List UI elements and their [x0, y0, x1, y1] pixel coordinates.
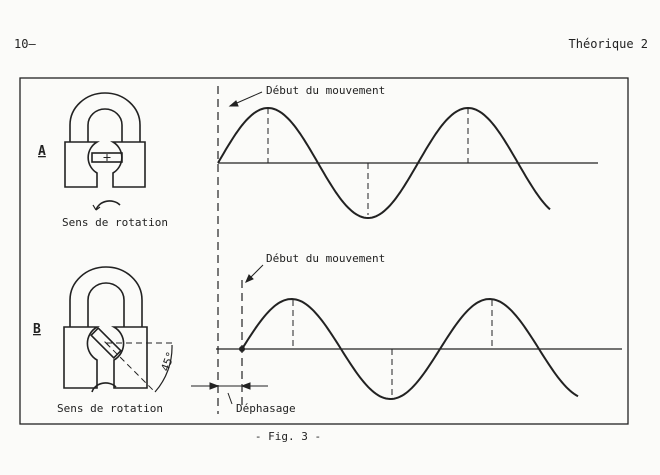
start-label-b: Début du mouvement [266, 252, 385, 265]
figure-caption: - Fig. 3 - [255, 430, 321, 443]
sine-wave-a [217, 106, 551, 220]
rotation-label-a: Sens de rotation [62, 216, 168, 229]
start-label-a: Début du mouvement [266, 84, 385, 97]
section-title: Théorique 2 [569, 37, 648, 51]
wave-b-graph [191, 264, 622, 408]
page-number: 10– [14, 37, 36, 51]
angle-label: 45° [159, 350, 178, 373]
rotation-label-b: Sens de rotation [57, 402, 163, 415]
panel-a-label: A [38, 144, 46, 159]
phase-shift-label: Déphasage [236, 402, 296, 415]
rotation-arrow-a [95, 200, 121, 211]
panel-b-label: B [33, 322, 41, 337]
magnet-b [63, 266, 176, 393]
magnet-a [64, 92, 146, 211]
figure-frame [19, 77, 629, 425]
sine-wave-b [241, 297, 579, 401]
wave-a-graph [217, 86, 598, 414]
